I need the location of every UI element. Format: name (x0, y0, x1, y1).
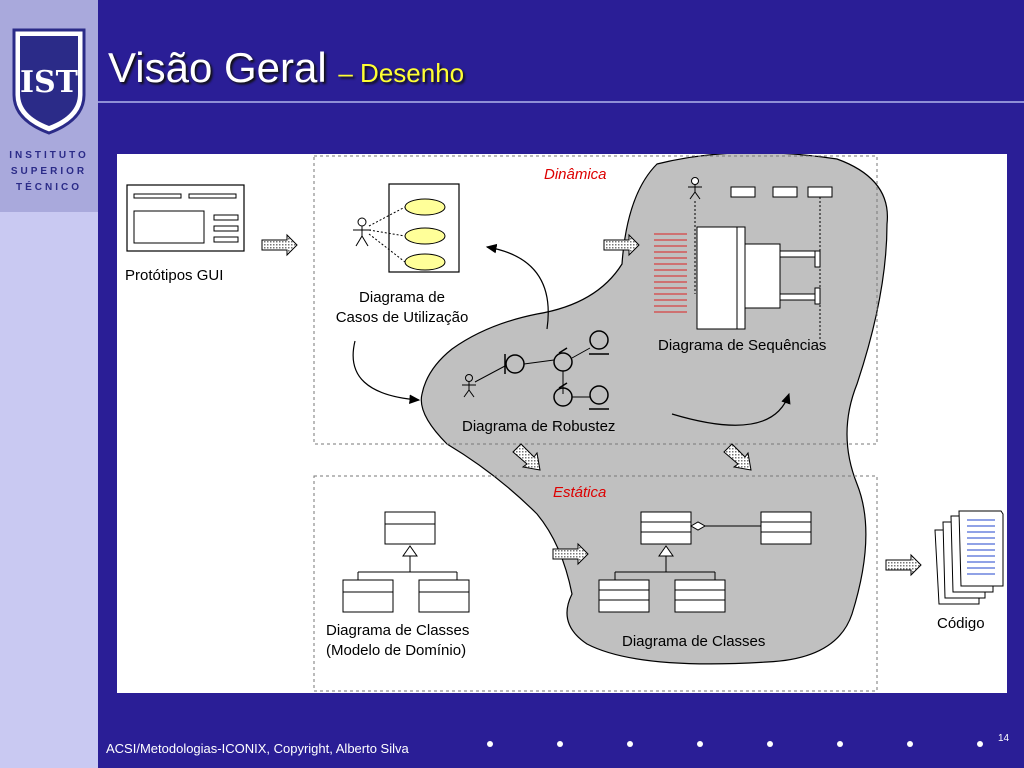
code-label: Código (937, 615, 985, 632)
title-divider (98, 101, 1024, 103)
domain-class-diagram-icon (342, 511, 470, 613)
slide-title-sub: – Desenho (338, 58, 465, 88)
robustness-diagram-label: Diagrama de Robustez (462, 418, 616, 435)
logo-mark: IST (20, 65, 79, 100)
use-case-diagram-icon (353, 183, 460, 273)
shield-icon: IST (12, 28, 86, 135)
footer-dot (907, 741, 913, 747)
class-diagram-icon (598, 511, 812, 613)
domain-classes-label-line-1: Diagrama de Classes (326, 622, 470, 639)
footer-dot (697, 741, 703, 747)
flow-arrow-to-code (885, 553, 922, 577)
domain-classes-label-line-2: (Modelo de Domínio) (326, 642, 467, 659)
static-region (313, 475, 878, 692)
sequence-diagram-icon (654, 177, 833, 339)
usecase-label-line-1: Diagrama de (359, 289, 445, 306)
flow-arrow-robustness-down (512, 443, 541, 471)
footer-dot (767, 741, 773, 747)
slide-footer: ACSI/Metodologias-ICONIX, Copyright, Alb… (106, 741, 409, 756)
footer-dot (977, 741, 983, 747)
class-diagram-label: Diagrama de Classes (622, 633, 766, 650)
curve-arrow-robustness-to-sequence (671, 392, 791, 426)
curve-arrow-robustness-to-usecase (485, 243, 549, 330)
logo-text-line-1: INSTITUTO (9, 150, 89, 161)
footer-dot (837, 741, 843, 747)
dynamic-section-label: Dinâmica (544, 166, 607, 183)
flow-arrow-gui-to-usecase (261, 233, 298, 257)
slide-title-main: Visão Geral (108, 44, 327, 91)
logo-text-line-3: TÉCNICO (16, 182, 82, 193)
gui-prototype-icon (126, 184, 245, 252)
design-area-blob (420, 154, 888, 665)
sequence-diagram-label: Diagrama de Sequências (658, 337, 827, 354)
usecase-label-line-2: Casos de Utilização (335, 309, 469, 326)
logo-text-line-2: SUPERIOR (10, 166, 88, 177)
prototypes-label: Protótipos GUI (125, 267, 224, 284)
slide-title: Visão Geral – Desenho (108, 44, 464, 92)
static-section-label: Estática (553, 484, 607, 501)
footer-dot (627, 741, 633, 747)
flow-arrow-sequence-down (723, 443, 752, 471)
footer-dot (487, 741, 493, 747)
page-number: 14 (998, 733, 1010, 744)
curve-arrow-usecase-to-robustness (352, 340, 421, 405)
flow-arrow-to-classes (552, 542, 589, 566)
code-documents-icon (934, 510, 1004, 605)
flow-arrow-to-sequence (603, 233, 640, 257)
design-overview-diagram: Protótipos GUI Diagrama de Casos de Util… (117, 154, 1007, 693)
ist-logo: IST INSTITUTO SUPERIOR TÉCNICO (0, 0, 98, 212)
footer-dot (557, 741, 563, 747)
robustness-diagram-icon (462, 330, 609, 410)
